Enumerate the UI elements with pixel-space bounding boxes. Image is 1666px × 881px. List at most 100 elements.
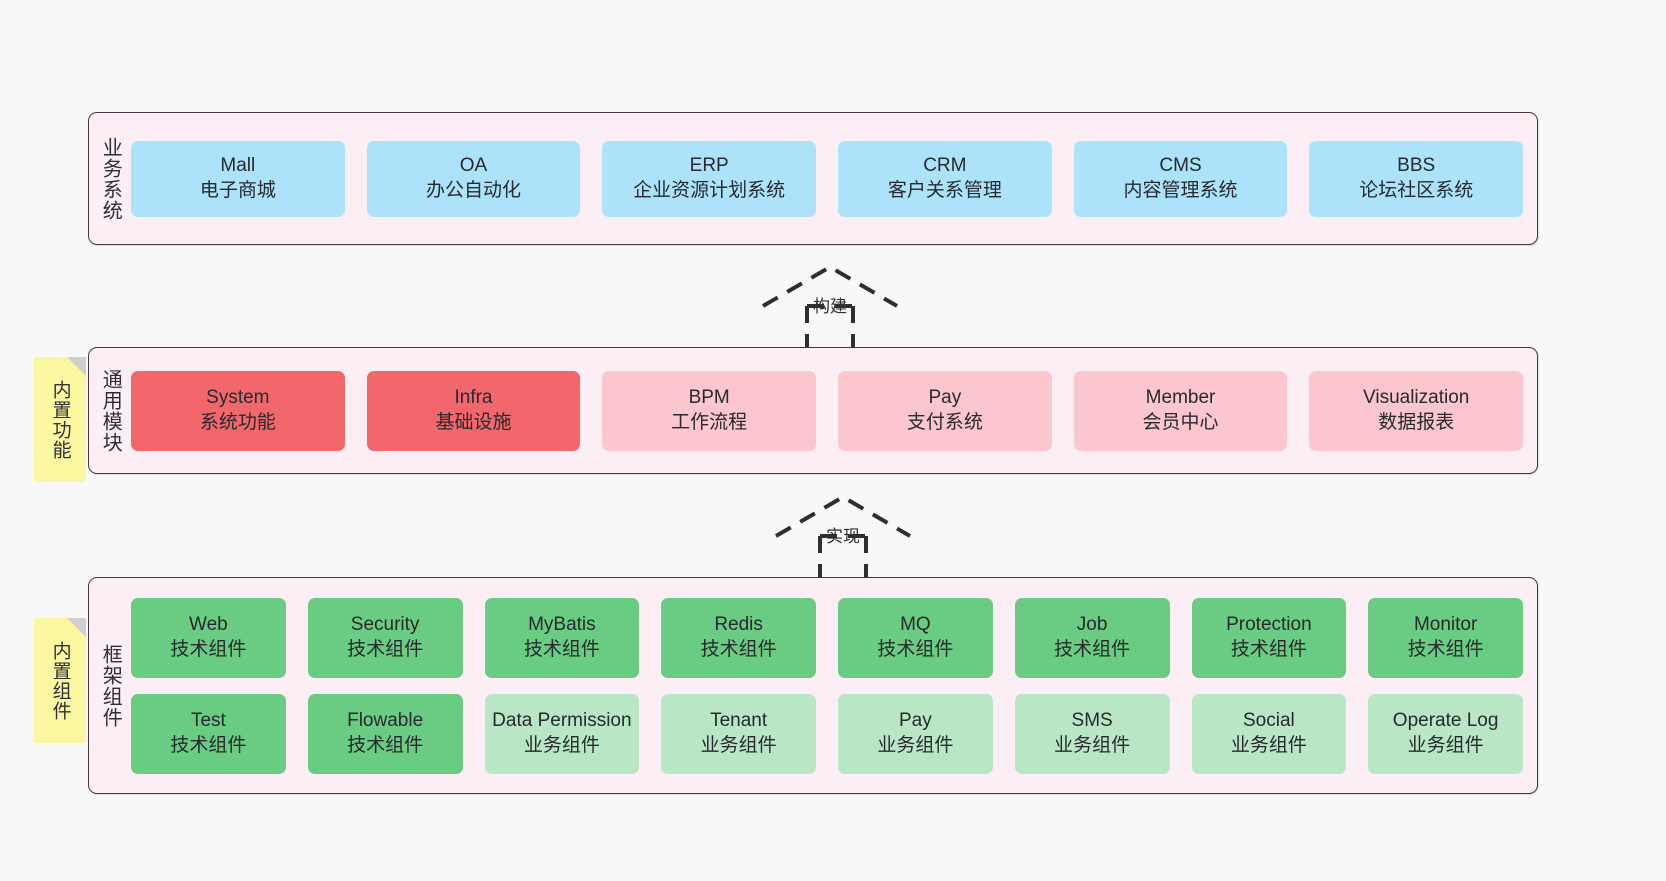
layer-body-business-system: Mall 电子商城 OA 办公自动化 ERP 企业资源计划系统 CRM 客户关系…: [131, 113, 1537, 244]
framework-business-row: Test 技术组件 Flowable 技术组件 Data Permission …: [131, 693, 1523, 774]
card-test-cn: 技术组件: [170, 734, 247, 756]
card-erp-en: ERP: [689, 154, 729, 176]
card-tenant-en: Tenant: [710, 709, 768, 731]
card-crm-cn: 客户关系管理: [887, 179, 1002, 201]
note-builtin-feature-text: 内置功能: [49, 379, 71, 460]
card-mq-en: MQ: [900, 613, 931, 635]
card-job-cn: 技术组件: [1054, 638, 1131, 660]
connector-build-label: 构建: [813, 297, 847, 316]
card-web-en: Web: [189, 613, 228, 635]
card-sms[interactable]: SMS 业务组件: [1014, 693, 1170, 774]
connector-implement-shape: [774, 494, 912, 578]
card-operate-log-cn: 业务组件: [1407, 734, 1484, 756]
layer-body-common-module: System 系统功能 Infra 基础设施 BPM 工作流程 Pay 支付系统…: [131, 348, 1537, 473]
connector-implement-label: 实现: [826, 527, 860, 546]
card-visualization-en: Visualization: [1363, 386, 1470, 408]
card-data-permission[interactable]: Data Permission 业务组件: [484, 693, 640, 774]
card-system-cn: 系统功能: [199, 411, 276, 433]
card-erp-cn: 企业资源计划系统: [633, 179, 786, 201]
framework-tech-row: Web 技术组件 Security 技术组件 MyBatis 技术组件 Redi…: [131, 597, 1523, 678]
card-data-permission-cn: 业务组件: [523, 734, 600, 756]
card-job-en: Job: [1076, 613, 1108, 635]
card-bbs[interactable]: BBS 论坛社区系统: [1309, 140, 1524, 217]
card-social-cn: 业务组件: [1230, 734, 1307, 756]
card-redis-cn: 技术组件: [700, 638, 777, 660]
card-infra[interactable]: Infra 基础设施: [366, 370, 581, 451]
card-system-en: System: [206, 386, 270, 408]
card-social-en: Social: [1243, 709, 1295, 731]
card-crm[interactable]: CRM 客户关系管理: [838, 140, 1052, 217]
card-crm-en: CRM: [923, 154, 967, 176]
card-web[interactable]: Web 技术组件: [131, 597, 286, 678]
card-flowable-en: Flowable: [347, 709, 424, 731]
card-mybatis[interactable]: MyBatis 技术组件: [484, 597, 640, 678]
note-builtin-feature: 内置功能: [34, 357, 86, 482]
connector-implement: 实现: [768, 492, 918, 578]
card-tenant-cn: 业务组件: [700, 734, 777, 756]
card-mq[interactable]: MQ 技术组件: [838, 597, 993, 678]
card-test[interactable]: Test 技术组件: [131, 693, 286, 774]
card-cms[interactable]: CMS 内容管理系统: [1073, 140, 1288, 217]
card-oa[interactable]: OA 办公自动化: [366, 140, 581, 217]
card-protection-cn: 技术组件: [1230, 638, 1307, 660]
card-oa-en: OA: [459, 154, 488, 176]
layer-common-module: 通用模块 System 系统功能 Infra 基础设施 BPM 工作流程 Pay…: [88, 347, 1538, 474]
card-operate-log-en: Operate Log: [1392, 709, 1499, 731]
card-pay-component[interactable]: Pay 业务组件: [838, 693, 993, 774]
card-data-permission-en: Data Permission: [492, 709, 632, 731]
card-bbs-en: BBS: [1397, 154, 1436, 176]
card-cms-cn: 内容管理系统: [1123, 179, 1238, 201]
card-security[interactable]: Security 技术组件: [307, 597, 463, 678]
card-cms-en: CMS: [1159, 154, 1202, 176]
note-builtin-component-text: 内置组件: [49, 640, 71, 721]
card-mall-cn: 电子商城: [199, 179, 276, 201]
card-social[interactable]: Social 业务组件: [1191, 693, 1347, 774]
card-system[interactable]: System 系统功能: [131, 370, 345, 451]
card-pay-module[interactable]: Pay 支付系统: [838, 370, 1052, 451]
layer-body-framework-component: Web 技术组件 Security 技术组件 MyBatis 技术组件 Redi…: [131, 578, 1537, 793]
layer-framework-component: 框架组件 Web 技术组件 Security 技术组件 MyBatis 技术组件…: [88, 577, 1538, 794]
card-member-en: Member: [1145, 386, 1216, 408]
card-redis-en: Redis: [714, 613, 763, 635]
card-bpm-cn: 工作流程: [671, 411, 748, 433]
card-operate-log[interactable]: Operate Log 业务组件: [1368, 693, 1523, 774]
card-oa-cn: 办公自动化: [426, 179, 522, 201]
card-pay-component-en: Pay: [899, 709, 932, 731]
card-member[interactable]: Member 会员中心: [1073, 370, 1288, 451]
connector-build: 构建: [755, 262, 905, 348]
note-builtin-component: 内置组件: [34, 618, 86, 743]
card-visualization[interactable]: Visualization 数据报表: [1309, 370, 1524, 451]
business-system-row: Mall 电子商城 OA 办公自动化 ERP 企业资源计划系统 CRM 客户关系…: [131, 140, 1524, 217]
card-infra-en: Infra: [454, 386, 493, 408]
card-test-en: Test: [190, 709, 226, 731]
card-mall[interactable]: Mall 电子商城: [131, 140, 345, 217]
common-module-row: System 系统功能 Infra 基础设施 BPM 工作流程 Pay 支付系统…: [131, 370, 1524, 451]
card-erp[interactable]: ERP 企业资源计划系统: [602, 140, 817, 217]
card-protection[interactable]: Protection 技术组件: [1191, 597, 1347, 678]
layer-business-system: 业务系统 Mall 电子商城 OA 办公自动化 ERP 企业资源计划系统 CRM…: [88, 112, 1538, 245]
card-job[interactable]: Job 技术组件: [1014, 597, 1170, 678]
card-mybatis-cn: 技术组件: [523, 638, 600, 660]
card-monitor-cn: 技术组件: [1407, 638, 1484, 660]
card-mq-cn: 技术组件: [877, 638, 954, 660]
card-pay-module-en: Pay: [928, 386, 962, 408]
card-flowable[interactable]: Flowable 技术组件: [307, 693, 463, 774]
layer-label-framework-component: 框架组件: [99, 643, 122, 728]
card-sms-cn: 业务组件: [1054, 734, 1131, 756]
card-protection-en: Protection: [1226, 613, 1312, 635]
card-security-cn: 技术组件: [347, 638, 424, 660]
card-redis[interactable]: Redis 技术组件: [661, 597, 816, 678]
card-infra-cn: 基础设施: [435, 411, 512, 433]
card-flowable-cn: 技术组件: [347, 734, 424, 756]
card-bpm-en: BPM: [688, 386, 730, 408]
card-security-en: Security: [350, 613, 420, 635]
card-pay-component-cn: 业务组件: [877, 734, 954, 756]
note-fold-icon: [67, 618, 86, 637]
card-tenant[interactable]: Tenant 业务组件: [661, 693, 816, 774]
card-bbs-cn: 论坛社区系统: [1359, 179, 1474, 201]
card-bpm[interactable]: BPM 工作流程: [602, 370, 817, 451]
card-monitor[interactable]: Monitor 技术组件: [1368, 597, 1523, 678]
card-visualization-cn: 数据报表: [1378, 411, 1455, 433]
connector-build-shape: [761, 264, 899, 348]
